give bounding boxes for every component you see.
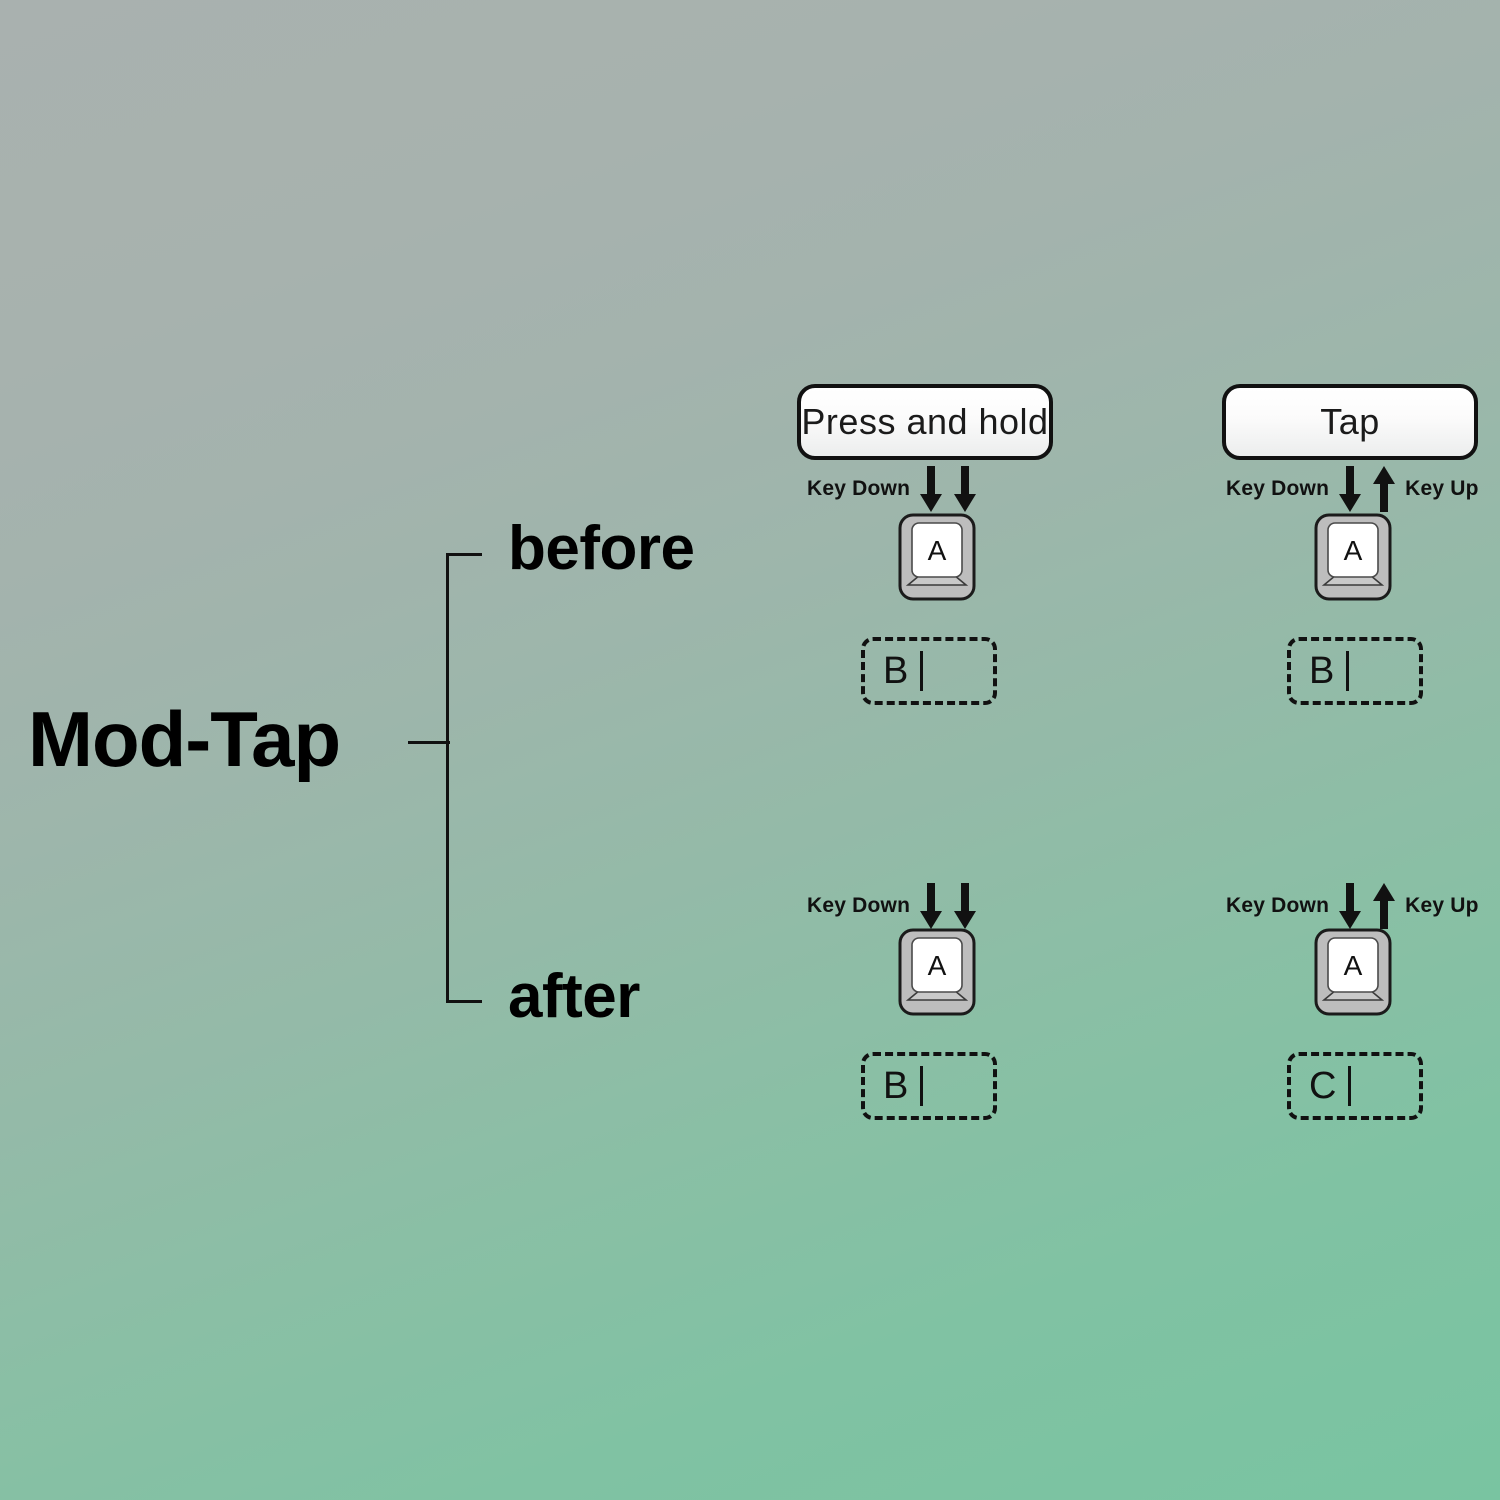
arrow-down-icon	[920, 466, 943, 512]
text-caret	[920, 1066, 924, 1106]
keycap-legend: A	[928, 535, 947, 566]
output-char: B	[883, 650, 909, 692]
keycap-legend: A	[1344, 535, 1363, 566]
event-label-key-down: Key Down	[1226, 894, 1330, 917]
output-field-before-hold[interactable]: B	[861, 637, 997, 705]
bracket-spine	[446, 553, 449, 1003]
branch-label-after: after	[508, 962, 640, 1031]
event-label-key-down: Key Down	[807, 477, 911, 500]
arrow-down-icon	[1339, 466, 1362, 512]
page-title: Mod-Tap	[28, 695, 341, 783]
action-pill-press-and-hold[interactable]: Press and hold	[797, 384, 1053, 460]
output-field-after-tap[interactable]: C	[1287, 1052, 1423, 1120]
keycap-a[interactable]: A	[1314, 928, 1392, 1016]
arrow-pair	[1339, 883, 1396, 929]
bracket-stem	[408, 741, 450, 744]
event-label-key-up: Key Up	[1405, 477, 1479, 500]
keycap-a[interactable]: A	[898, 513, 976, 601]
branch-label-before: before	[508, 514, 695, 583]
output-char: C	[1309, 1065, 1337, 1107]
event-label-key-down: Key Down	[807, 894, 911, 917]
event-label-key-up: Key Up	[1405, 894, 1479, 917]
output-field-before-tap[interactable]: B	[1287, 637, 1423, 705]
arrow-pair	[920, 466, 977, 512]
bracket-arm-before	[446, 553, 482, 556]
bracket-arm-after	[446, 1000, 482, 1003]
arrow-pair	[1339, 466, 1396, 512]
text-caret	[1346, 651, 1350, 691]
event-row-before-hold: Key Down	[807, 466, 986, 512]
arrow-down-icon	[954, 466, 977, 512]
arrow-pair	[920, 883, 977, 929]
action-pill-tap[interactable]: Tap	[1222, 384, 1478, 460]
arrow-down-icon	[1339, 883, 1362, 929]
arrow-up-icon	[1373, 466, 1396, 512]
arrow-down-icon	[954, 883, 977, 929]
keycap-legend: A	[928, 950, 947, 981]
text-caret	[920, 651, 924, 691]
keycap-legend: A	[1344, 950, 1363, 981]
output-char: B	[1309, 650, 1335, 692]
action-pill-label: Press and hold	[801, 401, 1049, 442]
keycap-a[interactable]: A	[898, 928, 976, 1016]
output-field-after-hold[interactable]: B	[861, 1052, 997, 1120]
keycap-a[interactable]: A	[1314, 513, 1392, 601]
text-caret	[1348, 1066, 1352, 1106]
action-pill-label: Tap	[1320, 401, 1380, 442]
arrow-down-icon	[920, 883, 943, 929]
event-row-after-tap: Key Down Key Up	[1226, 883, 1479, 929]
event-row-after-hold: Key Down	[807, 883, 986, 929]
event-label-key-down: Key Down	[1226, 477, 1330, 500]
arrow-up-icon	[1373, 883, 1396, 929]
event-row-before-tap: Key Down Key Up	[1226, 466, 1479, 512]
output-char: B	[883, 1065, 909, 1107]
